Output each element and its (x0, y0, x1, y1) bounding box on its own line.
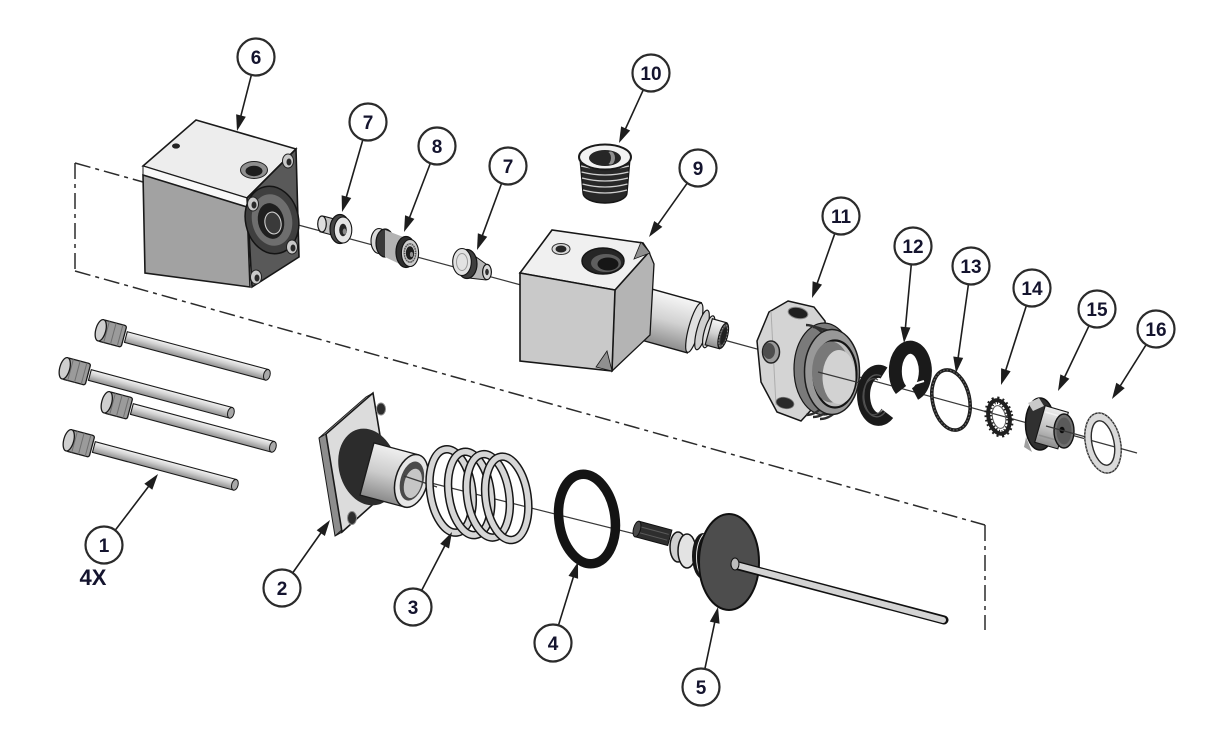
leader-arrowhead (568, 562, 579, 579)
part-15-cushion-button (1024, 397, 1087, 452)
balloon-5: 5 (681, 607, 721, 707)
balloon-10: 10 (619, 53, 671, 143)
part-8-spool (370, 227, 420, 269)
part-14-lock-washer (984, 396, 1014, 438)
screw (62, 428, 239, 491)
svg-text:1: 1 (99, 536, 110, 557)
svg-text:3: 3 (408, 598, 419, 619)
svg-text:13: 13 (960, 257, 981, 278)
leader-arrowhead (953, 356, 964, 373)
screw (100, 390, 277, 453)
svg-text:6: 6 (251, 48, 262, 69)
part-11-threaded-gland (756, 300, 865, 422)
part-7-grommet-b (452, 247, 493, 281)
balloon-6: 6 (236, 37, 276, 131)
svg-text:5: 5 (696, 678, 707, 699)
svg-text:14: 14 (1021, 279, 1043, 300)
balloon-12: 12 (893, 226, 933, 343)
part-13-retaining-ring (930, 368, 972, 432)
svg-text:9: 9 (693, 159, 704, 180)
balloon-3: 3 (393, 532, 452, 627)
part-10-threaded-plug (578, 143, 632, 204)
part-4-o-ring (553, 469, 621, 569)
part-2-rod-guide-flange (318, 391, 438, 537)
phantom-outline (74, 162, 986, 630)
svg-text:8: 8 (432, 137, 443, 158)
part-12-split-bushing (857, 340, 932, 426)
leader-arrowhead (619, 126, 631, 143)
part-5-piston-rod (632, 513, 949, 625)
screw (94, 318, 271, 381)
leader-arrowhead (341, 195, 352, 212)
balloon-4: 4 (533, 562, 579, 663)
svg-text:11: 11 (831, 207, 852, 228)
svg-text:7: 7 (363, 113, 374, 134)
leader-arrowhead (812, 281, 823, 298)
leader-arrowhead (649, 221, 663, 237)
balloon-1: 1 (84, 474, 158, 565)
balloon-2: 2 (262, 520, 330, 608)
balloon-11: 11 (812, 196, 861, 298)
leader-arrowhead (236, 114, 246, 131)
svg-text:4: 4 (548, 634, 559, 655)
balloon-14: 14 (1001, 268, 1052, 385)
svg-text:7: 7 (503, 157, 514, 178)
svg-text:16: 16 (1145, 320, 1166, 341)
balloon-16: 16 (1112, 309, 1176, 399)
screw (58, 356, 235, 419)
leader-arrowhead (1112, 382, 1125, 399)
leader-arrowhead (477, 233, 488, 250)
balloon-9: 9 (649, 148, 718, 237)
leader-arrowhead (1001, 368, 1011, 385)
leader-arrowhead (316, 520, 330, 536)
leader-arrowhead (404, 215, 415, 232)
balloon-7: 7 (477, 146, 528, 250)
leader-arrowhead (144, 474, 158, 490)
svg-text:2: 2 (277, 579, 288, 600)
part-7-grommet-a (317, 213, 353, 245)
leader-arrowhead (440, 532, 452, 549)
part-3-spring (425, 445, 533, 545)
leader-arrowhead (709, 607, 720, 624)
balloon-8: 8 (404, 126, 457, 232)
svg-text:10: 10 (640, 64, 661, 85)
balloon-15: 15 (1058, 289, 1117, 391)
leader-arrowhead (1058, 374, 1070, 391)
part-1-mounting-screws (58, 318, 277, 491)
balloon-7: 7 (341, 102, 388, 212)
part-6-cylinder-body (141, 119, 300, 289)
leader-arrowhead (900, 326, 911, 343)
balloon-13: 13 (951, 246, 991, 373)
part-9-valve-block (518, 229, 730, 373)
svg-text:12: 12 (902, 237, 923, 258)
part-16-washer (1084, 412, 1122, 474)
quantity-label: 4X (80, 565, 107, 590)
svg-text:15: 15 (1086, 300, 1108, 321)
